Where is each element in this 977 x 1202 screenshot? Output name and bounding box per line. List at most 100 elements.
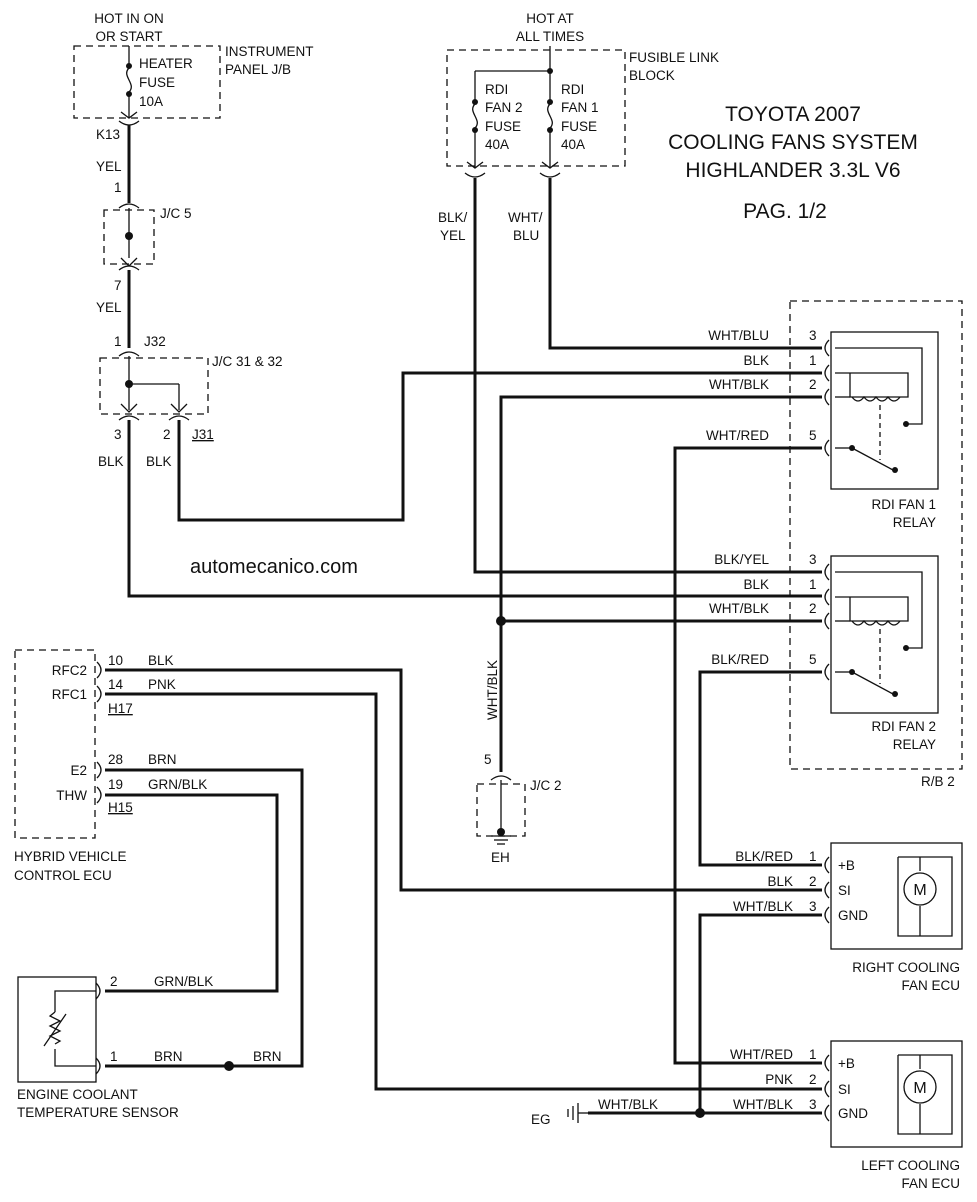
hot-at-label-1: HOT AT (526, 11, 574, 26)
thw-label: THW (56, 788, 87, 803)
relay2-pin-3: 3 (809, 552, 817, 567)
relay1-wire-3: WHT/BLU (708, 328, 769, 343)
instrument-panel-label-2: PANEL J/B (225, 62, 291, 77)
rfc2-blk-wire (105, 668, 822, 892)
fan1-fuse-label-2: FAN 1 (561, 100, 599, 115)
hv-ecu-label-2: CONTROL ECU (14, 868, 112, 883)
engine-coolant-temp-sensor: 2 GRN/BLK 1 BRN BRN ENGINE COOLANT TEMPE… (17, 974, 282, 1120)
left-fan-terminal-gnd: GND (838, 1106, 868, 1121)
hv-wire-grn-blk: GRN/BLK (148, 777, 207, 792)
j32-label: J32 (144, 334, 166, 349)
sensor-wire-grn-blk: GRN/BLK (154, 974, 213, 989)
relay2-wire-2: WHT/BLK (709, 601, 769, 616)
blk-red-wire (698, 670, 822, 867)
relay2-wire-5: BLK/RED (711, 652, 769, 667)
fan1-fuse-label-4: 40A (561, 137, 585, 152)
title-line-1: TOYOTA 2007 (725, 103, 861, 126)
h15-label: H15 (108, 800, 133, 815)
rb2-box (789, 300, 963, 770)
relay2-switch-icon (851, 671, 894, 695)
right-fan-gnd-wire (698, 913, 822, 1113)
relay1-pin-1: 1 (809, 353, 817, 368)
jc5-junction: 1 J/C 5 7 (103, 180, 192, 293)
e2-label: E2 (70, 763, 87, 778)
blk-yel-label-2: YEL (440, 228, 466, 243)
fusible-link-label-2: BLOCK (629, 68, 675, 83)
fan2-fuse-label-1: RDI (485, 82, 508, 97)
title-line-3: HIGHLANDER 3.3L V6 (685, 159, 900, 182)
right-fan-pin-1: 1 (809, 849, 817, 864)
instrument-panel-jb: HEATER FUSE 10A INSTRUMENT PANEL J/B K13 (73, 44, 314, 142)
jc5-pin-7: 7 (114, 278, 122, 293)
left-fan-motor-icon (903, 1070, 937, 1104)
relay2-pin-5: 5 (809, 652, 817, 667)
jc5-pin-1: 1 (114, 180, 122, 195)
k13-connector-label: K13 (96, 127, 120, 142)
title-block: TOYOTA 2007 COOLING FANS SYSTEM HIGHLAND… (668, 103, 918, 223)
heater-fuse-label-3: 10A (139, 94, 163, 109)
eg-wire-label: WHT/BLK (598, 1097, 658, 1112)
fan2-fuse-label-4: 40A (485, 137, 509, 152)
left-fan-terminal-si: SI (838, 1082, 851, 1097)
page-number: PAG. 1/2 (743, 200, 827, 223)
hv-wire-blk: BLK (148, 653, 174, 668)
hybrid-vehicle-control-ecu: RFC2 RFC1 E2 THW 10 BLK 14 PNK H17 28 BR… (14, 649, 207, 883)
left-fan-pin-2: 2 (809, 1072, 817, 1087)
heater-fuse-label-2: FUSE (139, 75, 175, 90)
j32-pin-3: 3 (114, 427, 122, 442)
heater-fuse-icon (126, 67, 132, 93)
fusible-link-block: RDI FAN 2 FUSE 40A RDI FAN 1 FUSE 40A FU… (446, 46, 719, 178)
hv-pin-28: 28 (108, 752, 123, 767)
rdi-fan1-relay: WHT/BLU 3 BLK 1 WHT/BLK 2 WHT/RED 5 RDI … (706, 328, 939, 530)
sensor-wire-brn: BRN (154, 1049, 183, 1064)
hv-pin-10: 10 (108, 653, 123, 668)
sensor-box (17, 976, 97, 1083)
fan2-fuse-label-2: FAN 2 (485, 100, 523, 115)
fan1-fuse-label-3: FUSE (561, 119, 597, 134)
relay2-wire-1: BLK (743, 577, 769, 592)
wht-blk-relay1-ground (499, 395, 822, 772)
left-fan-terminal-b: +B (838, 1056, 855, 1071)
relay1-wire-2: WHT/BLK (709, 377, 769, 392)
fusible-link-box (446, 49, 626, 167)
eg-label: EG (531, 1112, 551, 1127)
j31-label: J31 (192, 427, 214, 442)
yel-label-lower: YEL (96, 300, 122, 315)
relay1-pin-3: 3 (809, 328, 817, 343)
right-fan-terminal-si: SI (838, 883, 851, 898)
j31-pin-2: 2 (163, 427, 171, 442)
sensor-label-1: ENGINE COOLANT (17, 1087, 138, 1102)
wht-blk-vertical-label: WHT/BLK (485, 660, 500, 720)
left-fan-pin-3: 3 (809, 1097, 817, 1112)
rfc1-label: RFC1 (52, 687, 87, 702)
hv-ecu-label-1: HYBRID VEHICLE (14, 849, 127, 864)
rdi-fan2-relay: BLK/YEL 3 BLK 1 WHT/BLK 2 BLK/RED 5 RDI … (709, 552, 939, 752)
sensor-pin-2: 2 (110, 974, 118, 989)
jc31-32-junction: 1 J32 J/C 31 & 32 3 2 J31 (99, 334, 283, 442)
fan2-fuse-label-3: FUSE (485, 119, 521, 134)
relay1-wire-1: BLK (743, 353, 769, 368)
relay2-box (830, 555, 939, 714)
relay1-box (830, 331, 939, 490)
hot-at-label-2: ALL TIMES (516, 29, 584, 44)
thermistor-icon (48, 1011, 62, 1045)
j32-pin: 1 (114, 334, 122, 349)
h17-label: H17 (108, 701, 133, 716)
blk-wire-relay1 (177, 371, 822, 522)
relay2-label-2: RELAY (893, 737, 936, 752)
relay1-wire-5: WHT/RED (706, 428, 769, 443)
sensor-brn-right: BRN (253, 1049, 282, 1064)
yel-label-upper: YEL (96, 159, 122, 174)
blk-yel-label-1: BLK/ (438, 210, 468, 225)
wht-red-wire (673, 446, 822, 1065)
right-fan-ecu-box (830, 842, 963, 950)
relay1-label-1: RDI FAN 1 (871, 497, 936, 512)
eg-ground-icon (567, 1103, 588, 1123)
relay2-coil-icon (851, 619, 901, 626)
left-fan-ecu-label-2: FAN ECU (901, 1176, 960, 1191)
blk-label-b: BLK (146, 454, 172, 469)
left-fan-ecu-box (830, 1040, 963, 1148)
rdi-fan2-fuse-icon (472, 103, 478, 129)
hv-ecu-box (14, 649, 96, 839)
title-line-2: COOLING FANS SYSTEM (668, 131, 918, 154)
